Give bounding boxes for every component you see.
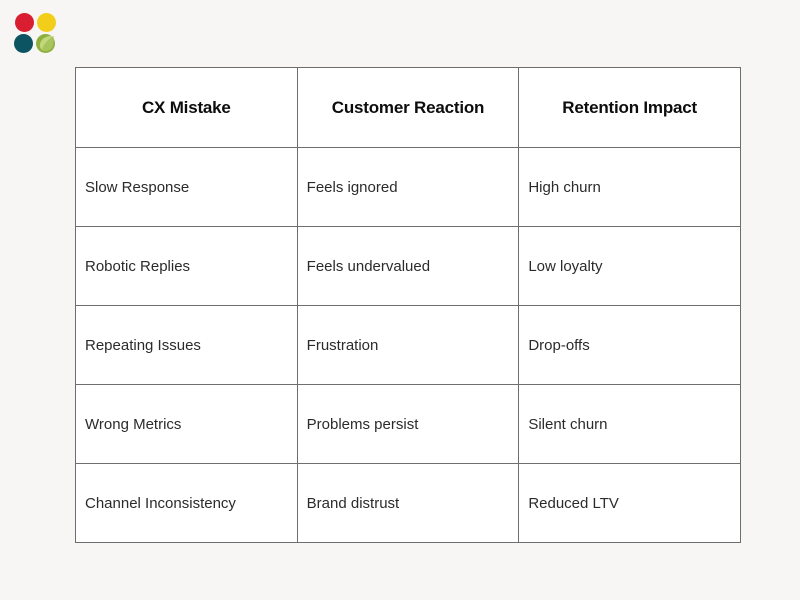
cell-customer-reaction: Feels undervalued (296, 226, 520, 306)
cell-retention-impact: Reduced LTV (518, 463, 741, 543)
red-dot-icon (15, 13, 34, 32)
cell-retention-impact: Drop-offs (518, 305, 741, 385)
table-row: Robotic Replies Feels undervalued Low lo… (75, 226, 741, 306)
leaf-icon (39, 36, 54, 52)
cell-customer-reaction: Problems persist (296, 384, 520, 464)
column-header-retention-impact: Retention Impact (518, 67, 741, 148)
table-body: Slow Response Feels ignored High churn R… (75, 147, 741, 543)
cell-cx-mistake: Robotic Replies (75, 226, 298, 306)
cell-cx-mistake: Slow Response (75, 147, 298, 227)
cell-customer-reaction: Frustration (296, 305, 520, 385)
column-header-cx-mistake: CX Mistake (75, 67, 298, 148)
table-header: CX Mistake Customer Reaction Retention I… (75, 67, 741, 148)
cell-retention-impact: Silent churn (518, 384, 741, 464)
cell-cx-mistake: Repeating Issues (75, 305, 298, 385)
table-row: Repeating Issues Frustration Drop-offs (75, 305, 741, 385)
cell-cx-mistake: Wrong Metrics (75, 384, 298, 464)
teal-dot-icon (14, 34, 33, 53)
cell-customer-reaction: Feels ignored (296, 147, 520, 227)
cell-retention-impact: Low loyalty (518, 226, 741, 306)
cx-mistakes-table: CX Mistake Customer Reaction Retention I… (75, 67, 741, 543)
cell-cx-mistake: Channel Inconsistency (75, 463, 298, 543)
column-header-customer-reaction: Customer Reaction (296, 67, 520, 148)
table-header-row: CX Mistake Customer Reaction Retention I… (75, 67, 741, 148)
table-row: Slow Response Feels ignored High churn (75, 147, 741, 227)
yellow-dot-icon (37, 13, 56, 32)
brand-logo (14, 13, 58, 57)
cell-retention-impact: High churn (518, 147, 741, 227)
table-row: Channel Inconsistency Brand distrust Red… (75, 463, 741, 543)
table-container: CX Mistake Customer Reaction Retention I… (75, 67, 741, 543)
table-row: Wrong Metrics Problems persist Silent ch… (75, 384, 741, 464)
cell-customer-reaction: Brand distrust (296, 463, 520, 543)
